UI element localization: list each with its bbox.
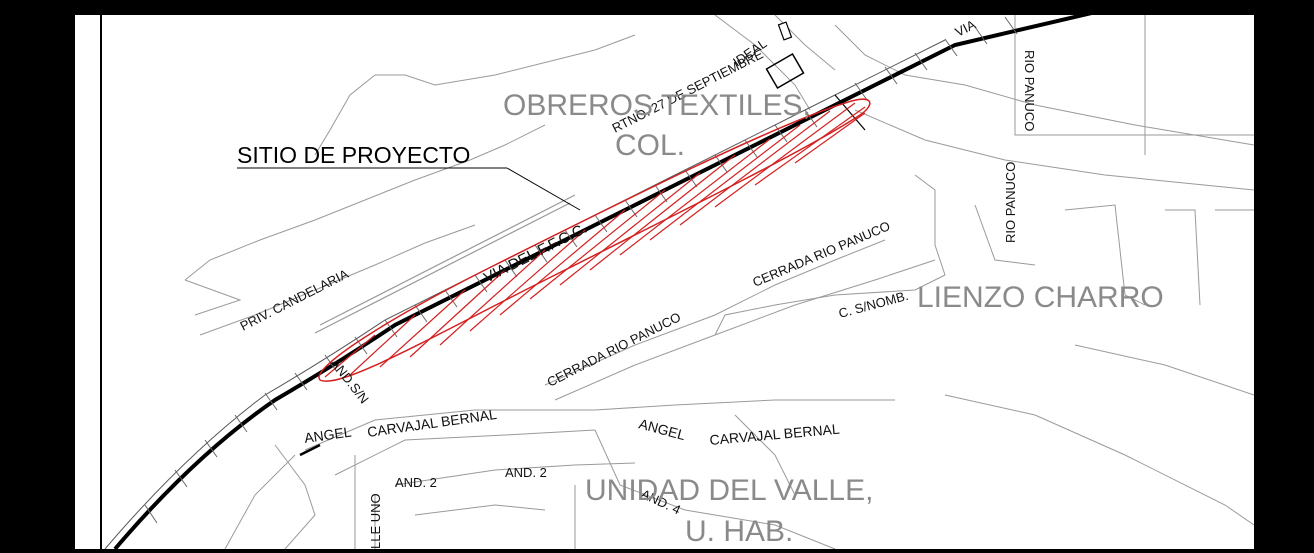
project-site-label: SITIO DE PROYECTO — [237, 142, 470, 168]
area-label-unidad-del-valle: UNIDAD DEL VALLE, — [585, 474, 873, 507]
street-label-angel-left: ANGEL — [303, 423, 352, 445]
street-label-carvajal-left: CARVAJAL BERNAL — [366, 406, 498, 440]
project-site-outline[interactable] — [318, 98, 871, 382]
street-label-lle-uno: LLE UNO — [368, 493, 383, 549]
structure-details — [299, 21, 866, 457]
street-label-carvajal-right: CARVAJAL BERNAL — [709, 421, 841, 448]
area-label-obreros-textiles: OBREROS TEXTILES, — [503, 89, 811, 122]
street-label-and-2-left: AND. 2 — [395, 475, 437, 490]
street-label-and-2-mid: AND. 2 — [505, 465, 547, 480]
area-label-unidad-hab: U. HAB. — [685, 515, 793, 548]
street-outlines — [184, 15, 1254, 549]
project-leader-line — [506, 167, 581, 211]
street-label-cerrada-upper: CERRADA RIO PANUCO — [750, 218, 892, 290]
area-label-lienzo-charro: LIENZO CHARRO — [917, 281, 1164, 314]
street-label-angel-right: ANGEL — [637, 415, 687, 443]
site-location-map[interactable]: RTNO. 27 DE SEPTIEMBRE PRIV. CANDELARIA … — [75, 15, 1254, 549]
street-label-rio-panuco-top: RIO PANUCO — [1022, 50, 1037, 131]
street-label-rio-panuco-side: RIO PANUCO — [1003, 162, 1018, 243]
railway-line — [104, 15, 1092, 549]
street-label-cerrada-lower: CERRADA RIO PANUCO — [545, 309, 684, 389]
street-label-via-top: VIA — [953, 17, 979, 40]
area-label-obreros-col: COL. — [615, 129, 685, 162]
street-label-and-sn: AND.S/N — [328, 356, 372, 407]
